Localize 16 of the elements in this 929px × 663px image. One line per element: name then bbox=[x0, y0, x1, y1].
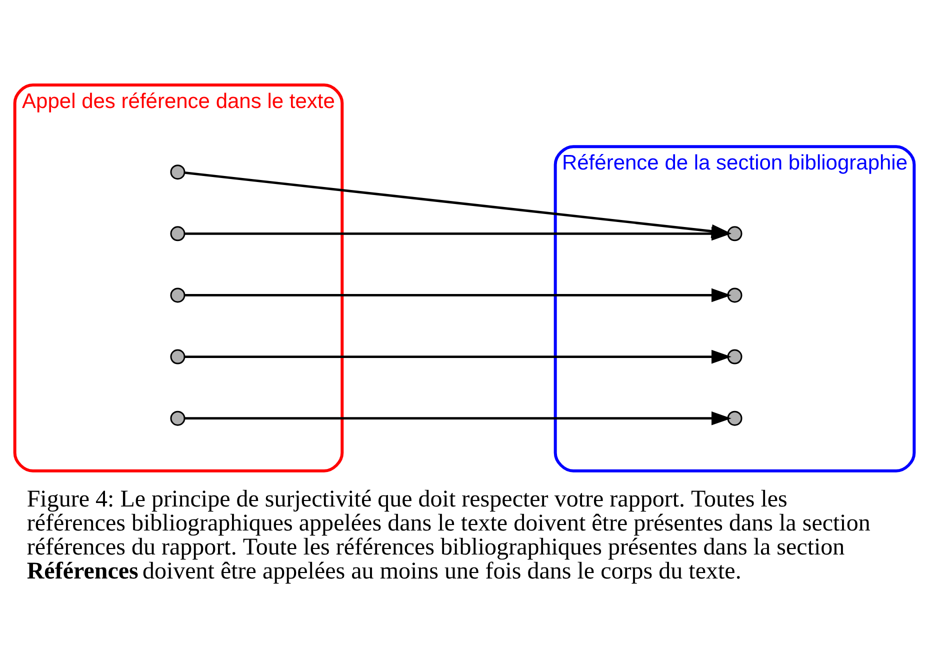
node-circle bbox=[170, 348, 186, 364]
node-circle bbox=[170, 287, 186, 302]
arrow bbox=[184, 410, 732, 425]
node-circle bbox=[727, 226, 742, 241]
arrow bbox=[184, 349, 732, 364]
caption: Figure 4: Le principe de surjectivité que doit respecter votre rapport. Toutes les références bibliographiques appelées dans le texte doivent être présentes dans la section références du rapport. Toute les références bibliographiques présentes dans la section Références doivent être appelées au moins une fois dans le corps du texte. bbox=[26, 486, 870, 584]
node-circle bbox=[170, 410, 186, 426]
arrow bbox=[184, 226, 732, 240]
node-circle bbox=[727, 348, 742, 364]
node-circle bbox=[170, 226, 186, 241]
node-circle bbox=[727, 287, 742, 302]
node-circle bbox=[727, 410, 742, 426]
node-circle bbox=[170, 164, 186, 180]
arrow bbox=[184, 288, 732, 302]
cluster: Appel des référence dans le texte bbox=[13, 83, 344, 472]
cluster: Référence de la section bibliographie bbox=[554, 144, 916, 472]
